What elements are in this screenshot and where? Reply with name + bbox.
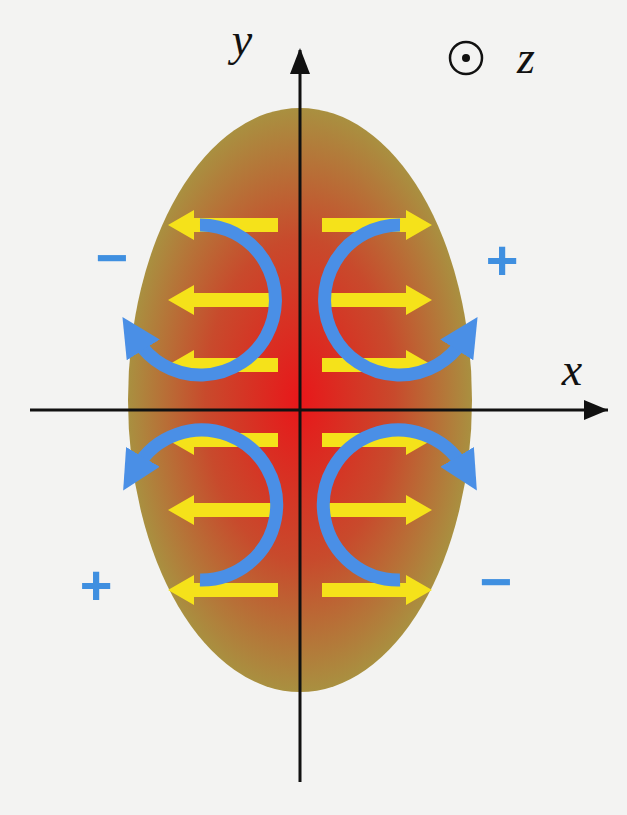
axis-label: y xyxy=(232,17,252,63)
y-axis-head xyxy=(290,48,310,74)
flow-arrow xyxy=(322,285,432,315)
sign-label: − xyxy=(96,230,129,286)
axis-label: z xyxy=(517,35,535,81)
vortex-arrow xyxy=(323,430,463,580)
flow-arrow xyxy=(322,495,432,525)
out-of-page-dot xyxy=(462,54,470,62)
out-of-page-symbol xyxy=(450,42,482,74)
sign-label: + xyxy=(80,557,113,613)
sign-label: + xyxy=(486,232,519,288)
flow-arrow xyxy=(168,495,278,525)
y-axis xyxy=(299,50,302,782)
axis-label: x xyxy=(562,347,582,393)
x-axis-head xyxy=(584,400,608,420)
vortex-arrow xyxy=(325,225,463,375)
x-axis xyxy=(30,409,608,412)
sign-label: − xyxy=(480,554,513,610)
vortex-arrow xyxy=(137,225,275,375)
flow-arrow xyxy=(168,285,278,315)
vortex-arrow xyxy=(137,430,277,580)
